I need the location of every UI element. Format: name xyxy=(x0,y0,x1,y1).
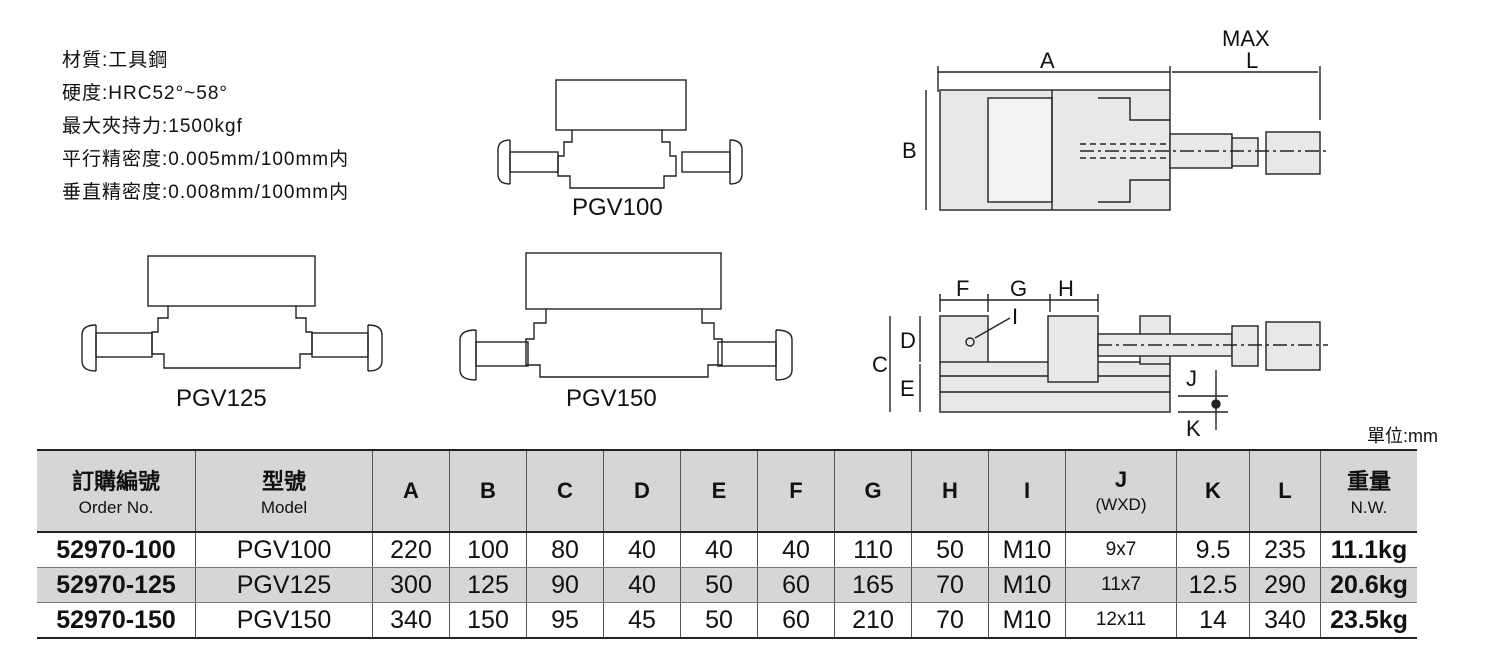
spec-parallelism: 平行精密度:0.005mm/100mm内 xyxy=(62,149,350,170)
cell-l: 290 xyxy=(1249,567,1321,603)
technical-drawing: MAX A L B F G H I C D E J K xyxy=(81,26,1328,441)
dim-h-label: H xyxy=(1058,276,1074,301)
cell-k: 14 xyxy=(1176,602,1250,639)
top-view xyxy=(925,66,1328,211)
cell-d: 40 xyxy=(603,567,681,603)
cell-d: 40 xyxy=(603,532,681,568)
dim-i-label: I xyxy=(1012,304,1018,329)
dim-j-label: J xyxy=(1186,366,1197,391)
cell-g: 110 xyxy=(834,532,912,568)
cell-l: 235 xyxy=(1249,532,1321,568)
spec-material: 材質:工具鋼 xyxy=(62,50,169,71)
cell-e: 50 xyxy=(680,567,758,603)
cell-a: 300 xyxy=(372,567,450,603)
cell-l: 340 xyxy=(1249,602,1321,639)
caption-pgv100: PGV100 xyxy=(572,194,663,221)
unit-label: 單位:mm xyxy=(1367,426,1438,446)
header-l: L xyxy=(1249,449,1321,533)
cell-weight: 20.6kg xyxy=(1320,567,1417,603)
cell-f: 40 xyxy=(757,532,835,568)
table-row: 52970-125 PGV125 300 125 90 40 50 60 165… xyxy=(37,567,1417,603)
dim-c-label: C xyxy=(872,352,888,377)
cell-g: 165 xyxy=(834,567,912,603)
dim-b-label: B xyxy=(902,138,917,163)
header-d: D xyxy=(603,449,681,533)
cell-order-no: 52970-100 xyxy=(37,532,196,568)
pgv150-end-view xyxy=(459,252,793,381)
spec-perpendicularity: 垂直精密度:0.008mm/100mm内 xyxy=(62,182,350,203)
table-row: 52970-150 PGV150 340 150 95 45 50 60 210… xyxy=(37,602,1417,639)
spec-list: 材質:工具鋼 硬度:HRC52°~58° 最大夾持力:1500kgf 平行精密度… xyxy=(62,44,349,209)
cell-e: 40 xyxy=(680,532,758,568)
cell-c: 80 xyxy=(526,532,604,568)
cell-j: 12x11 xyxy=(1065,602,1177,639)
cell-i: M10 xyxy=(988,602,1066,639)
cell-f: 60 xyxy=(757,567,835,603)
header-a: A xyxy=(372,449,450,533)
pgv100-end-view xyxy=(497,79,743,189)
cell-c: 95 xyxy=(526,602,604,639)
cell-f: 60 xyxy=(757,602,835,639)
cell-h: 70 xyxy=(911,602,989,639)
cell-model: PGV125 xyxy=(195,567,373,603)
cell-order-no: 52970-125 xyxy=(37,567,196,603)
dim-max-label: MAX xyxy=(1222,26,1270,51)
cell-weight: 11.1kg xyxy=(1320,532,1417,568)
header-f: F xyxy=(757,449,835,533)
header-h: H xyxy=(911,449,989,533)
spec-hardness: 硬度:HRC52°~58° xyxy=(62,83,229,104)
cell-model: PGV100 xyxy=(195,532,373,568)
header-i: I xyxy=(988,449,1066,533)
cell-order-no: 52970-150 xyxy=(37,602,196,639)
cell-e: 50 xyxy=(680,602,758,639)
caption-pgv125: PGV125 xyxy=(176,385,267,412)
cell-a: 340 xyxy=(372,602,450,639)
header-k: K xyxy=(1176,449,1250,533)
dim-f-label: F xyxy=(956,276,969,301)
table-row: 52970-100 PGV100 220 100 80 40 40 40 110… xyxy=(37,532,1417,568)
spec-clamping-force: 最大夾持力:1500kgf xyxy=(62,116,243,137)
cell-d: 45 xyxy=(603,602,681,639)
dim-a-label: A xyxy=(1040,48,1055,73)
cell-h: 70 xyxy=(911,567,989,603)
cell-weight: 23.5kg xyxy=(1320,602,1417,639)
cell-i: M10 xyxy=(988,567,1066,603)
dim-l-label: L xyxy=(1246,48,1258,73)
dim-k-label: K xyxy=(1186,416,1201,441)
dim-g-label: G xyxy=(1010,276,1027,301)
cell-b: 150 xyxy=(449,602,527,639)
cell-b: 100 xyxy=(449,532,527,568)
header-b: B xyxy=(449,449,527,533)
cell-g: 210 xyxy=(834,602,912,639)
dim-e-label: E xyxy=(900,376,915,401)
cell-b: 125 xyxy=(449,567,527,603)
cell-k: 9.5 xyxy=(1176,532,1250,568)
cell-i: M10 xyxy=(988,532,1066,568)
header-c: C xyxy=(526,449,604,533)
cell-a: 220 xyxy=(372,532,450,568)
cell-j: 9x7 xyxy=(1065,532,1177,568)
pgv125-end-view xyxy=(81,255,383,372)
cell-h: 50 xyxy=(911,532,989,568)
header-e: E xyxy=(680,449,758,533)
cell-model: PGV150 xyxy=(195,602,373,639)
side-view xyxy=(889,294,1328,430)
cell-j: 11x7 xyxy=(1065,567,1177,603)
cell-k: 12.5 xyxy=(1176,567,1250,603)
header-g: G xyxy=(834,449,912,533)
cell-c: 90 xyxy=(526,567,604,603)
header-j: J(WXD) xyxy=(1065,449,1177,533)
caption-pgv150: PGV150 xyxy=(566,385,657,412)
dim-d-label: D xyxy=(900,328,916,353)
